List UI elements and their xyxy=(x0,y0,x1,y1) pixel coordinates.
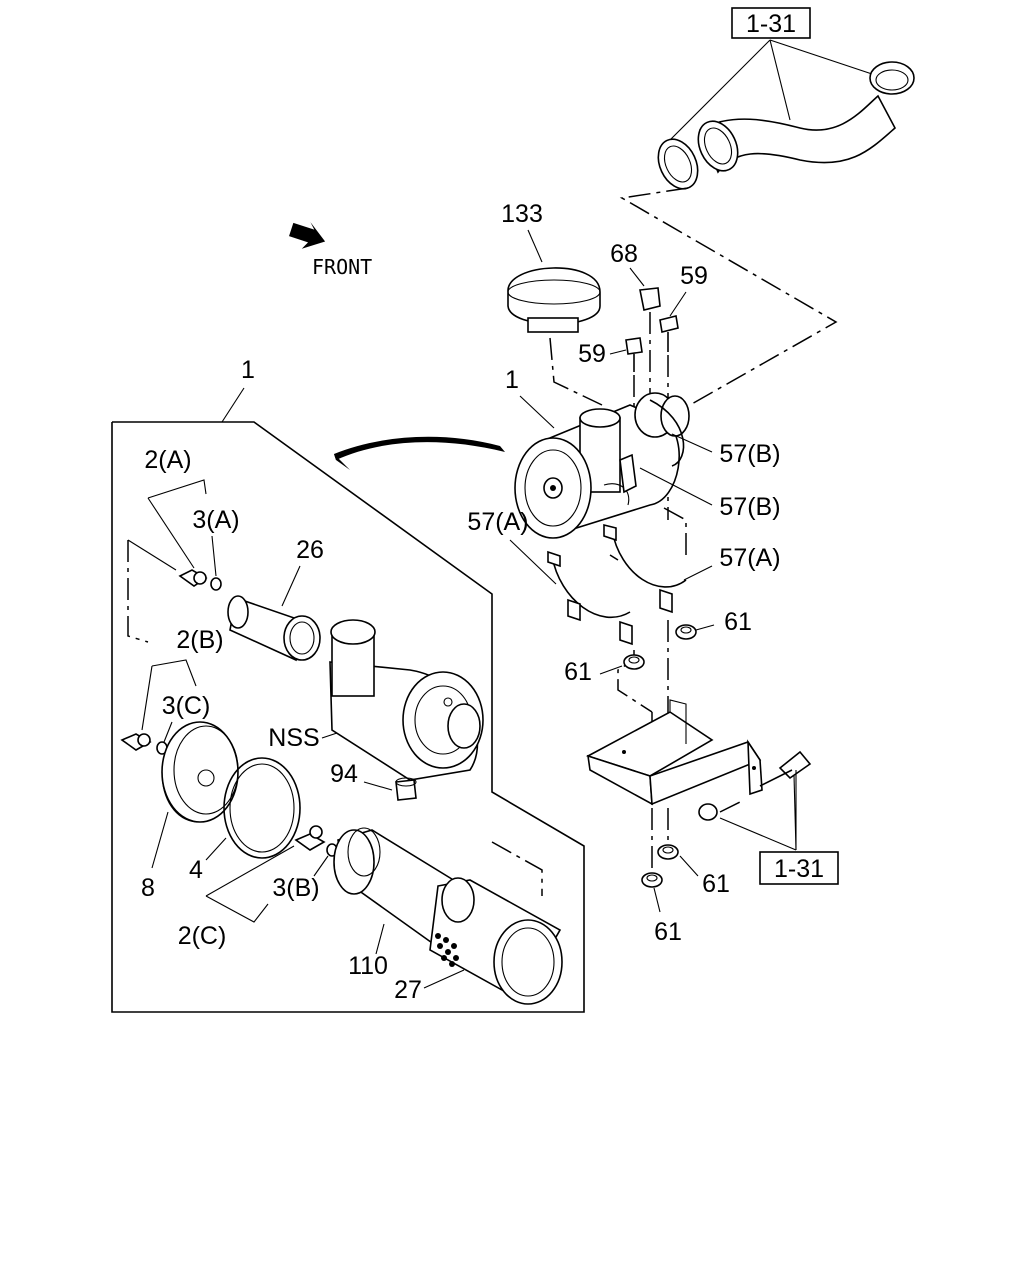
callout-2b: 2(B) xyxy=(176,626,223,654)
front-label: FRONT xyxy=(312,255,372,279)
band-bracket-57a-right xyxy=(603,523,687,614)
gasket-4 xyxy=(223,757,301,859)
callout-nss: NSS xyxy=(268,724,319,752)
callout-61-c: 61 xyxy=(702,870,730,898)
callout-4: 4 xyxy=(189,856,203,884)
callout-110: 110 xyxy=(348,952,388,980)
callout-133: 133 xyxy=(501,200,543,228)
reference-box-top[interactable]: 1-31 xyxy=(731,7,811,39)
callout-1-group: 1 xyxy=(241,356,255,384)
flange-nut-61-b xyxy=(623,654,645,670)
callout-2a: 2(A) xyxy=(144,446,191,474)
callout-26: 26 xyxy=(296,536,324,564)
reference-label-bottom: 1-31 xyxy=(774,855,824,883)
outer-element-27 xyxy=(429,877,563,1005)
front-arrow-icon xyxy=(289,222,326,249)
callout-61-d: 61 xyxy=(654,918,682,946)
callout-68: 68 xyxy=(610,240,638,268)
callout-94: 94 xyxy=(330,760,358,788)
flange-nut-61-d xyxy=(641,872,663,888)
bolt-59-lower xyxy=(625,337,643,372)
callout-27: 27 xyxy=(394,976,422,1004)
reference-box-bottom[interactable]: 1-31 xyxy=(759,851,839,885)
callout-3a: 3(A) xyxy=(192,506,239,534)
mounting-bracket xyxy=(585,699,763,806)
intake-hose xyxy=(697,94,897,174)
wing-bolt-2b xyxy=(120,733,152,751)
side-bolt xyxy=(759,750,812,787)
hose-clamp-left xyxy=(657,138,699,190)
callout-61-a: 61 xyxy=(724,608,752,636)
flange-nut-61-a xyxy=(675,624,697,640)
callout-59-lower: 59 xyxy=(578,340,606,368)
exploded-view-frame xyxy=(111,421,585,1013)
reference-label-top: 1-31 xyxy=(746,10,796,38)
cover-8 xyxy=(161,721,239,823)
callout-57b-upper: 57(B) xyxy=(719,440,780,468)
vacuator-valve-94 xyxy=(395,777,417,801)
band-bracket-57b xyxy=(619,399,685,494)
side-nut xyxy=(698,803,718,821)
band-bracket-57a-left xyxy=(547,550,633,646)
callout-57a-right: 57(A) xyxy=(719,544,780,572)
indicator-cap-68 xyxy=(639,287,661,311)
flange-nut-61-c xyxy=(657,844,679,860)
wing-bolt-2a xyxy=(178,569,208,587)
callout-2c: 2(C) xyxy=(178,922,227,950)
callout-57b-lower: 57(B) xyxy=(719,493,780,521)
hose-clamp-top xyxy=(869,61,915,95)
callout-57a-left: 57(A) xyxy=(467,508,528,536)
callout-3c: 3(C) xyxy=(162,692,211,720)
wing-bolt-2c xyxy=(294,825,326,851)
safety-element-26 xyxy=(227,595,321,662)
precleaner-cap-133 xyxy=(507,267,601,333)
callout-8: 8 xyxy=(141,874,155,902)
air-cleaner-assembly-1 xyxy=(514,392,690,539)
callout-1-assembly: 1 xyxy=(505,366,519,394)
bolt-59-upper xyxy=(659,315,679,352)
callout-3b: 3(B) xyxy=(272,874,319,902)
housing-nss xyxy=(329,619,484,781)
washer-3a xyxy=(210,577,222,591)
callout-59-upper: 59 xyxy=(680,262,708,290)
callout-61-b: 61 xyxy=(564,658,592,686)
